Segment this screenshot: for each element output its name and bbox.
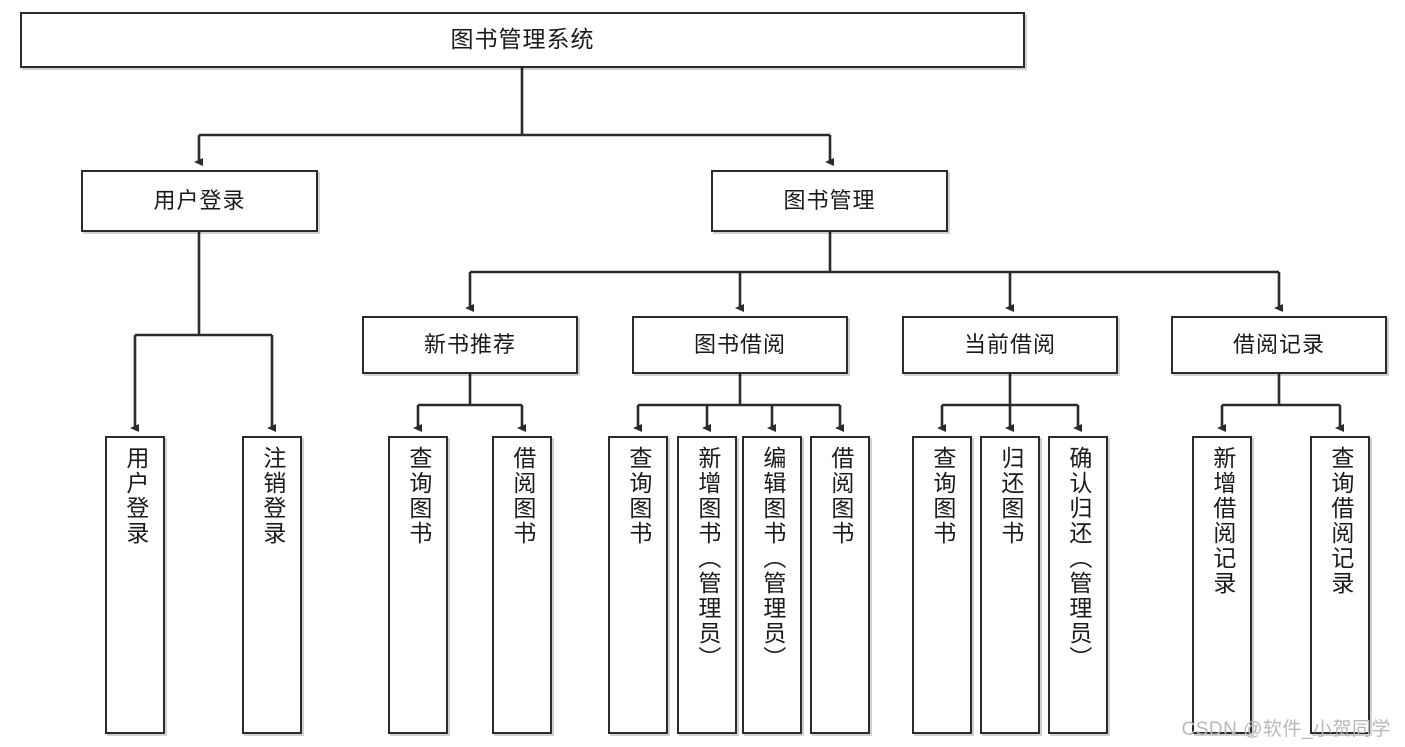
node-leaf-borrow-book-1[interactable]: 借阅图书 <box>492 436 552 734</box>
node-borrow-record[interactable]: 借阅记录 <box>1171 316 1387 374</box>
node-leaf-query-book-3[interactable]: 查询图书 <box>912 436 972 734</box>
node-book-borrow-label: 图书借阅 <box>693 331 786 357</box>
node-new-book-recommend[interactable]: 新书推荐 <box>362 316 578 374</box>
node-leaf-user-login[interactable]: 用户登录 <box>105 436 165 734</box>
csdn-watermark: CSDN @软件_小贺同学 <box>1181 719 1391 740</box>
node-leaf-query-book-2[interactable]: 查询图书 <box>608 436 668 734</box>
node-leaf-add-book-label: 新增图书（管理员） <box>694 446 721 671</box>
node-leaf-edit-book[interactable]: 编辑图书（管理员） <box>742 436 802 734</box>
node-leaf-query-record[interactable]: 查询借阅记录 <box>1310 436 1370 734</box>
node-current-borrow[interactable]: 当前借阅 <box>902 316 1118 374</box>
node-book-borrow[interactable]: 图书借阅 <box>632 316 848 374</box>
node-leaf-borrow-book-2[interactable]: 借阅图书 <box>810 436 870 734</box>
node-current-borrow-label: 当前借阅 <box>963 331 1056 357</box>
node-leaf-query-book-2-label: 查询图书 <box>625 446 652 546</box>
node-user-login-label: 用户登录 <box>153 187 246 213</box>
node-leaf-borrow-book-2-label: 借阅图书 <box>827 446 854 546</box>
node-leaf-add-record[interactable]: 新增借阅记录 <box>1192 436 1252 734</box>
node-borrow-record-label: 借阅记录 <box>1232 331 1325 357</box>
node-leaf-return-book[interactable]: 归还图书 <box>980 436 1040 734</box>
node-book-manage-label: 图书管理 <box>783 187 876 213</box>
node-leaf-logout-login-label: 注销登录 <box>259 446 286 546</box>
node-leaf-query-book-1-label: 查询图书 <box>405 446 432 546</box>
node-leaf-borrow-book-1-label: 借阅图书 <box>509 446 536 546</box>
node-new-book-recommend-label: 新书推荐 <box>423 331 516 357</box>
node-user-login[interactable]: 用户登录 <box>81 170 318 232</box>
node-leaf-return-book-label: 归还图书 <box>997 446 1024 546</box>
node-root[interactable]: 图书管理系统 <box>20 12 1025 68</box>
node-leaf-add-book[interactable]: 新增图书（管理员） <box>677 436 737 734</box>
node-book-manage[interactable]: 图书管理 <box>711 170 948 232</box>
node-leaf-logout-login[interactable]: 注销登录 <box>242 436 302 734</box>
node-root-label: 图书管理系统 <box>450 26 595 53</box>
node-leaf-add-record-label: 新增借阅记录 <box>1209 446 1236 596</box>
node-leaf-confirm-return[interactable]: 确认归还（管理员） <box>1048 436 1108 734</box>
node-leaf-query-book-1[interactable]: 查询图书 <box>388 436 448 734</box>
node-leaf-query-book-3-label: 查询图书 <box>929 446 956 546</box>
node-leaf-edit-book-label: 编辑图书（管理员） <box>759 446 786 671</box>
node-leaf-user-login-label: 用户登录 <box>122 446 149 546</box>
node-leaf-query-record-label: 查询借阅记录 <box>1327 446 1354 596</box>
node-leaf-confirm-return-label: 确认归还（管理员） <box>1065 446 1092 671</box>
